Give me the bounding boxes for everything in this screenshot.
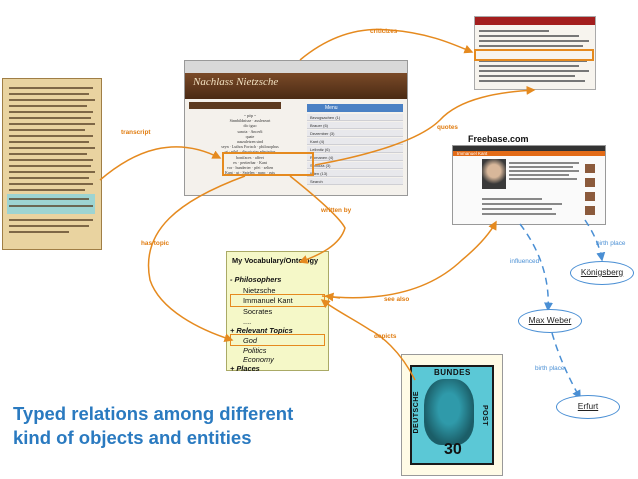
- caption-line-2: kind of objects and entities: [13, 426, 293, 450]
- caption-line-1: Typed relations among different: [13, 402, 293, 426]
- written-by-arrow: [290, 176, 345, 262]
- label-birth-place-2: birth place: [535, 365, 565, 372]
- label-depicts: depicts: [374, 333, 396, 340]
- label-has-topic: has topic: [141, 240, 169, 247]
- entity-max-weber: Max Weber: [518, 309, 582, 333]
- label-birth-place-1: birth place: [596, 240, 626, 247]
- has-topic-arrow: [148, 176, 245, 340]
- depicts-arrow: [322, 300, 415, 380]
- see-also-arrow: [322, 222, 496, 298]
- entity-konigsberg: Königsberg: [570, 261, 634, 285]
- influenced-arrow: [520, 224, 548, 310]
- label-transcript: transcript: [121, 129, 150, 136]
- caption: Typed relations among different kind of …: [13, 402, 293, 450]
- label-see-also: see also: [384, 296, 409, 303]
- see-also-back-arrow: [326, 296, 340, 298]
- label-quotes: quotes: [437, 124, 458, 131]
- label-influenced: influenced: [510, 258, 539, 265]
- transcript-arrow: [100, 147, 220, 180]
- label-criticizes: criticizes: [370, 28, 397, 35]
- entity-erfurt: Erfurt: [556, 395, 620, 419]
- quotes-arrow: [315, 90, 534, 165]
- label-written-by: written by: [321, 207, 351, 214]
